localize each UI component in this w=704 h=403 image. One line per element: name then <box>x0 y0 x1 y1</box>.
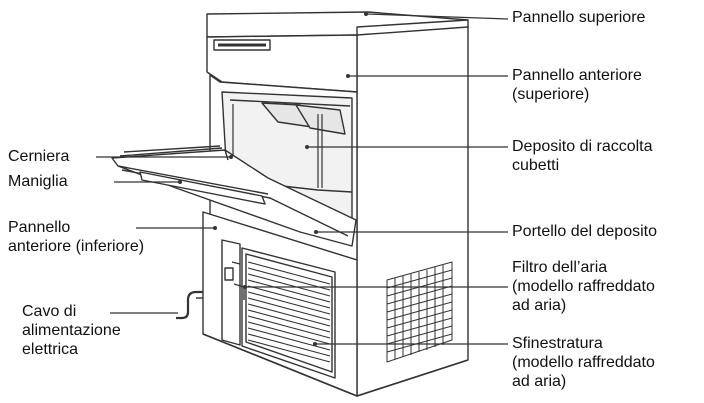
label-louver: Sfinestratura (modello raffreddato ad ar… <box>512 334 655 391</box>
label-line: Cavo di <box>22 303 77 320</box>
label-line: ad aria) <box>512 373 567 390</box>
label-line: Deposito di raccolta <box>512 138 653 155</box>
label-line: ad aria) <box>512 297 567 314</box>
label-line: (modello raffreddato <box>512 278 655 295</box>
label-hinge: Cerniera <box>8 147 69 166</box>
door-handle <box>139 171 266 205</box>
label-line: Pannello anteriore <box>512 67 642 84</box>
label-air-filter: Filtro dell’aria (modello raffreddato ad… <box>512 258 655 315</box>
label-line: Pannello superiore <box>512 9 646 26</box>
label-line: Cerniera <box>8 148 70 165</box>
label-front-panel-lower: Pannello anteriore (inferiore) <box>8 218 144 256</box>
label-line: elettrica <box>22 341 79 358</box>
label-line: (modello raffreddato <box>512 354 655 371</box>
label-line: (superiore) <box>512 86 590 103</box>
label-line: anteriore (inferiore) <box>8 238 145 255</box>
label-line: alimentazione <box>22 322 121 339</box>
label-line: Maniglia <box>8 173 68 190</box>
label-handle: Maniglia <box>8 172 68 191</box>
label-line: Filtro dell’aria <box>512 259 608 276</box>
label-bin-door: Portello del deposito <box>512 222 657 241</box>
label-front-panel-upper: Pannello anteriore (superiore) <box>512 66 642 104</box>
label-line: Sfinestratura <box>512 335 603 352</box>
louver-slats <box>247 261 331 363</box>
leader-lines <box>96 12 509 346</box>
label-bin: Deposito di raccolta cubetti <box>512 137 653 175</box>
power-cord <box>176 290 203 320</box>
label-line: Portello del deposito <box>512 223 657 240</box>
control-box <box>221 239 241 346</box>
ice-machine-illustration <box>111 11 469 397</box>
label-line: cubetti <box>512 157 560 174</box>
label-top-panel: Pannello superiore <box>512 8 645 27</box>
label-power-cord: Cavo di alimentazione elettrica <box>22 302 121 359</box>
label-line: Pannello <box>8 219 71 236</box>
base <box>202 333 469 397</box>
